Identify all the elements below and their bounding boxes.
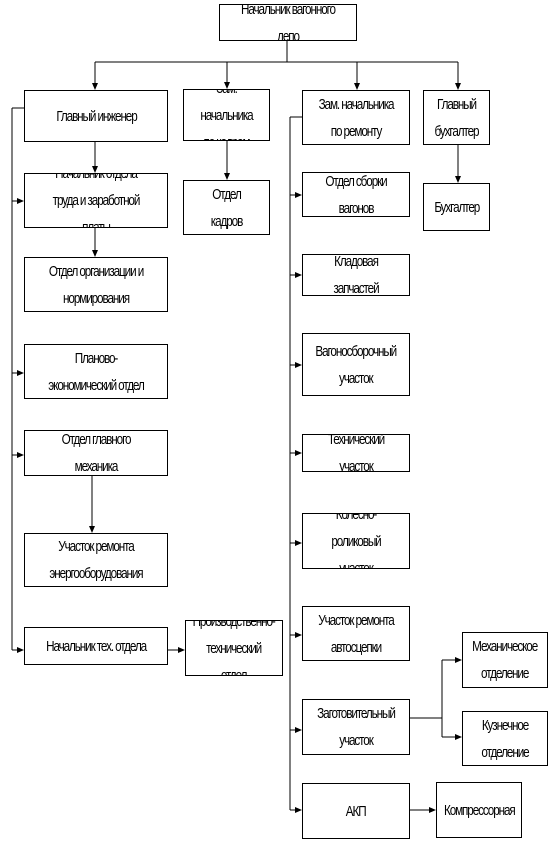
node-labor-head: Начальник отдела труда и заработной плат… — [24, 173, 168, 228]
arrowhead — [295, 450, 302, 456]
node-carriage-section-label: Вагоносборочный участок — [315, 342, 398, 387]
node-org-dept-label: Отдел организации и нормирования — [48, 262, 144, 307]
arrowhead — [295, 727, 302, 733]
node-wheel-section: Колесно-роликовый участок — [302, 513, 410, 569]
node-mechanic-dept-label: Отдел главного механика — [61, 431, 132, 475]
node-procurement-section-label: Заготовительный участок — [317, 705, 396, 749]
node-accountant-label: Бухгалтер — [434, 198, 480, 216]
node-planning-dept: Планово-экономический отдел — [24, 344, 168, 399]
node-planning-dept-label: Планово-экономический отдел — [48, 349, 145, 394]
node-director-label: Начальник вагонного депо — [241, 4, 336, 41]
node-chief-engineer-label: Главный инженер — [55, 107, 137, 125]
node-spare-parts: Кладовая запчастей — [302, 254, 410, 296]
node-energy-section-label: Участок ремонта энергооборудования — [49, 538, 143, 582]
node-chief-accountant-label: Главный бухгалтер — [434, 95, 480, 140]
node-org-dept: Отдел организации и нормирования — [24, 257, 168, 312]
arrowhead — [455, 83, 461, 90]
node-mechanic-dept: Отдел главного механика — [24, 430, 168, 476]
node-compressor-label: Компрессорная — [443, 801, 516, 819]
arrowhead — [295, 540, 302, 546]
arrowhead — [224, 173, 230, 180]
node-tech-head-label: Начальник тех. отдела — [45, 637, 147, 655]
node-deputy-repair: Зам. начальника по ремонту — [302, 90, 410, 145]
arrowhead — [455, 734, 462, 740]
arrowhead — [224, 82, 230, 89]
node-chief-accountant: Главный бухгалтер — [423, 90, 490, 145]
arrowhead — [455, 657, 462, 663]
arrowhead — [17, 370, 24, 376]
node-tech-head: Начальник тех. отдела — [24, 627, 168, 665]
node-accountant: Бухгалтер — [423, 183, 490, 231]
node-compressor: Компрессорная — [436, 782, 522, 838]
node-akp: АКП — [302, 783, 410, 839]
node-mechanical-branch-label: Механическое отделение — [472, 638, 539, 682]
arrowhead — [295, 362, 302, 368]
arrowhead — [295, 272, 302, 278]
node-production-dept: Производственно-технический отдел — [185, 620, 283, 676]
node-tech-section-label: Технический участок — [327, 434, 385, 472]
arrowhead — [455, 176, 461, 183]
arrowhead — [295, 807, 302, 813]
arrowhead — [89, 526, 95, 533]
arrowhead — [17, 647, 24, 653]
arrowhead — [17, 198, 24, 204]
node-mechanical-branch: Механическое отделение — [462, 632, 548, 688]
arrowhead — [354, 83, 360, 90]
node-chief-engineer: Главный инженер — [24, 90, 168, 142]
node-deputy-staff: Зам. начальника по кадрам — [183, 89, 270, 141]
node-procurement-section: Заготовительный участок — [302, 699, 410, 755]
node-hr-dept-label: Отдел кадров — [210, 185, 243, 230]
arrowhead — [92, 166, 98, 173]
node-brake-section: Участок ремонта автосцепки — [302, 606, 410, 661]
arrowhead — [295, 632, 302, 638]
node-hr-dept: Отдел кадров — [183, 180, 270, 235]
node-director: Начальник вагонного депо — [219, 4, 357, 41]
node-deputy-repair-label: Зам. начальника по ремонту — [318, 95, 395, 140]
arrowhead — [17, 452, 24, 458]
node-akp-label: АКП — [346, 802, 367, 820]
node-forge-branch-label: Кузнечное отделение — [481, 716, 529, 761]
node-labor-head-label: Начальник отдела труда и заработной плат… — [52, 173, 141, 228]
node-assembly-dept-label: Отдел сборки вагонов — [325, 172, 387, 217]
node-assembly-dept: Отдел сборки вагонов — [302, 172, 410, 217]
node-energy-section: Участок ремонта энергооборудования — [24, 533, 168, 587]
node-spare-parts-label: Кладовая запчастей — [333, 254, 379, 296]
node-deputy-staff-label: Зам. начальника по кадрам — [200, 90, 253, 140]
node-tech-section: Технический участок — [302, 434, 410, 472]
node-carriage-section: Вагоносборочный участок — [302, 333, 410, 396]
arrowhead — [429, 807, 436, 813]
node-forge-branch: Кузнечное отделение — [462, 711, 548, 766]
arrowhead — [178, 647, 185, 653]
node-brake-section-label: Участок ремонта автосцепки — [318, 611, 394, 656]
arrowhead — [92, 83, 98, 90]
node-wheel-section-label: Колесно-роликовый участок — [331, 513, 381, 569]
arrowhead — [295, 192, 302, 198]
arrowhead — [92, 250, 98, 257]
node-production-dept-label: Производственно-технический отдел — [192, 620, 276, 676]
